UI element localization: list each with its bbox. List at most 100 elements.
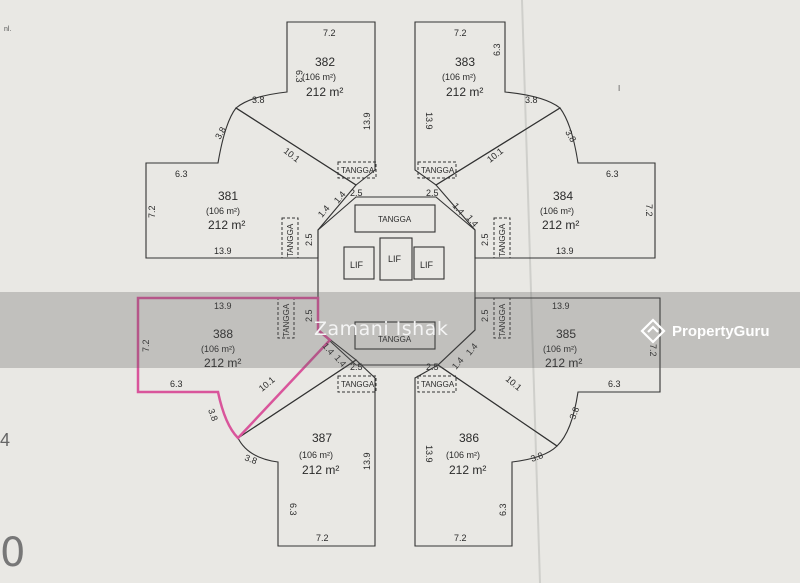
unit-area-small-385: (106 m²)	[543, 344, 577, 354]
dim-386-diag: 10.1	[504, 374, 524, 393]
unit-highlight-388	[136, 296, 332, 440]
dim-385-right: 7.2	[648, 344, 658, 357]
unit-area-small-384: (106 m²)	[540, 206, 574, 216]
unit-number-387: 387	[312, 431, 332, 445]
dim-core-left-upper: 2.5	[304, 233, 314, 246]
stair-box-381	[281, 217, 299, 259]
unit-number-388: 388	[213, 327, 233, 341]
stair-box-383	[417, 161, 457, 179]
unit-area-small-382: (106 m²)	[302, 72, 336, 82]
dim-383-left: 13.9	[424, 112, 434, 130]
dim-386-arc-b: 3.8	[529, 450, 544, 464]
dim-386-arc-a: 3.8	[567, 406, 581, 421]
dim-384-top: 6.3	[606, 169, 619, 179]
dim-388-bottom: 6.3	[170, 379, 183, 389]
dim-383-right: 6.3	[492, 43, 502, 56]
watermark-band	[0, 292, 800, 368]
watermark-agent-name: Zamani Ishak	[314, 318, 449, 340]
stair-label-386: TANGGA	[421, 380, 455, 389]
core-outline	[317, 196, 476, 366]
dim-387-diag: 10.1	[257, 375, 277, 394]
edge-digit-left: 4	[0, 430, 11, 450]
stair-label-388: TANGGA	[282, 303, 291, 337]
unit-area-large-385: 212 m²	[545, 356, 582, 370]
unit-outline-387	[237, 359, 376, 547]
core-stair-top	[354, 204, 436, 233]
unit-number-385: 385	[556, 327, 576, 341]
unit-number-381: 381	[218, 189, 238, 203]
stair-label-381: TANGGA	[286, 223, 295, 257]
dim-core-top-left: 2.5	[350, 188, 363, 198]
stair-label-387: TANGGA	[341, 380, 375, 389]
dim-382-left: 6.3	[294, 70, 304, 83]
dim-382-top: 7.2	[323, 28, 336, 38]
stair-label-385: TANGGA	[498, 303, 507, 337]
dim-387-left: 6.3	[288, 503, 298, 516]
dim-381-top: 6.3	[175, 169, 188, 179]
lift-middle	[379, 237, 413, 281]
dim-386-bottom: 7.2	[454, 533, 467, 543]
unit-number-384: 384	[553, 189, 573, 203]
dim-382-arc-a: 3.8	[252, 95, 265, 105]
unit-number-386: 386	[459, 431, 479, 445]
dim-383-top: 7.2	[454, 28, 467, 38]
dim-385-top: 13.9	[552, 301, 570, 311]
lift-label-right: LIF	[420, 260, 434, 270]
unit-outline-386	[414, 364, 558, 547]
dim-387-arc-a: 3.8	[206, 407, 220, 422]
dim-383-diag: 10.1	[485, 146, 505, 165]
dim-382-arc-b: 3.8	[213, 125, 228, 141]
dim-core-bottom-right: 2.5	[426, 362, 439, 372]
paper-fold	[521, 0, 541, 583]
dim-core-chamfer-tr-b: 1.4	[464, 213, 480, 229]
dim-381-left: 7.2	[147, 205, 157, 218]
dim-core-right-upper: 2.5	[480, 233, 490, 246]
stair-box-386	[417, 375, 457, 393]
stair-box-385	[493, 297, 511, 339]
unit-number-382: 382	[315, 55, 335, 69]
unit-area-small-383: (106 m²)	[442, 72, 476, 82]
stair-label-383: TANGGA	[421, 166, 455, 175]
dim-core-top-right: 2.5	[426, 188, 439, 198]
stair-box-387	[337, 375, 377, 393]
stair-box-382	[337, 161, 377, 179]
dim-388-left: 7.2	[141, 339, 151, 352]
unit-outline-381	[145, 107, 357, 259]
lift-label-left: LIF	[350, 260, 364, 270]
stair-box-384	[493, 217, 511, 259]
unit-area-large-382: 212 m²	[306, 85, 343, 99]
dim-382-right: 13.9	[362, 112, 372, 130]
dim-core-right-lower: 2.5	[480, 309, 490, 322]
unit-area-large-388: 212 m²	[204, 356, 241, 370]
unit-area-large-387: 212 m²	[302, 463, 339, 477]
dim-386-left: 13.9	[424, 445, 434, 463]
core-stair-label-top: TANGGA	[378, 215, 412, 224]
lift-label-middle: LIF	[388, 254, 402, 264]
dim-381-bottom: 13.9	[214, 246, 232, 256]
watermark-brand: PropertyGuru	[640, 318, 770, 344]
dim-388-top: 13.9	[214, 301, 232, 311]
lift-right	[413, 246, 445, 280]
dim-387-bottom: 7.2	[316, 533, 329, 543]
dim-core-bottom-left: 2.5	[350, 362, 363, 372]
dim-core-chamfer-tl-b: 1.4	[332, 189, 348, 205]
core-stair-bottom	[354, 321, 436, 350]
unit-area-small-388: (106 m²)	[201, 344, 235, 354]
dim-383-arc-b: 3.8	[563, 128, 578, 144]
unit-area-small-387: (106 m²)	[299, 450, 333, 460]
unit-area-large-381: 212 m²	[208, 218, 245, 232]
dim-383-arc-a: 3.8	[525, 95, 538, 105]
stair-label-382: TANGGA	[341, 166, 375, 175]
stair-label-384: TANGGA	[498, 223, 507, 257]
unit-outline-382	[235, 21, 376, 186]
margin-mark: I	[618, 84, 621, 93]
unit-area-small-381: (106 m²)	[206, 206, 240, 216]
unit-area-small-386: (106 m²)	[446, 450, 480, 460]
unit-area-large-384: 212 m²	[542, 218, 579, 232]
dim-384-right: 7.2	[644, 204, 654, 217]
brand-logo-icon	[640, 318, 666, 344]
brand-name: PropertyGuru	[672, 322, 770, 340]
edge-note: nl.	[4, 26, 12, 33]
